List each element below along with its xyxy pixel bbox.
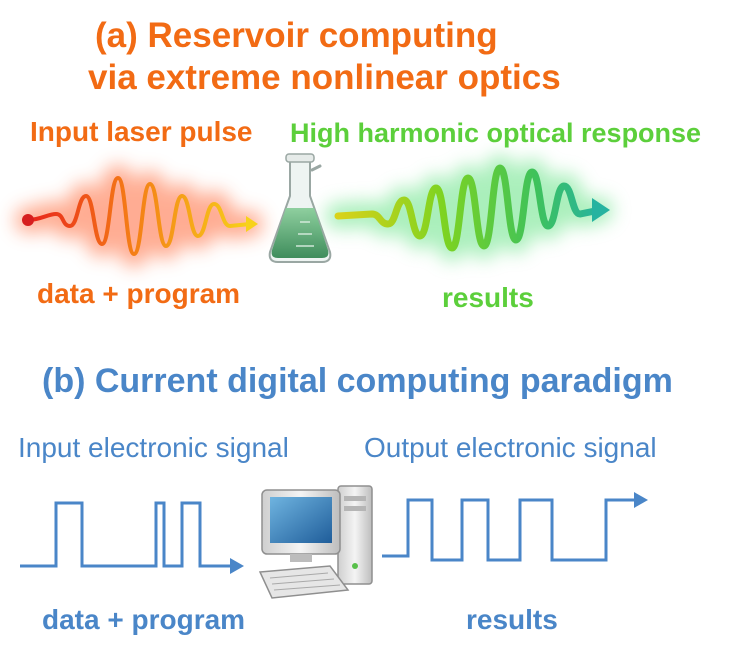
harmonic-response-label: High harmonic optical response [290,118,702,148]
panel-a-label: (a) [95,16,138,55]
input-signal-label: Input electronic signal [18,432,289,463]
erlenmeyer-flask-icon [268,153,332,263]
output-signal-arrowhead [634,492,648,508]
pulse-source-dot [22,214,34,226]
output-digital-signal [382,492,648,562]
output-signal-label: Output electronic signal [364,432,657,463]
panel-a-title-line1: (a) Reservoir computing [95,16,498,56]
pulse-arrowhead [246,216,258,232]
harmonic-arrowhead [592,198,610,222]
input-digital-signal [20,501,244,574]
panel-a-input-caption: data + program [37,278,241,309]
input-laser-pulse [15,164,263,268]
harmonic-response-wave [325,154,613,262]
panel-a-title-text: Reservoir computing [147,16,498,55]
panel-b-input-caption: data + program [42,604,246,635]
desktop-computer-icon [258,485,373,599]
panel-a-title-line2: via extreme nonlinear optics [88,58,561,97]
panel-a-output-caption: results [442,282,534,313]
input-signal-arrowhead [230,558,244,574]
panel-b-output-caption: results [466,604,558,635]
input-laser-label: Input laser pulse [30,116,253,147]
panel-b-title: (b) Current digital computing paradigm [42,362,673,400]
